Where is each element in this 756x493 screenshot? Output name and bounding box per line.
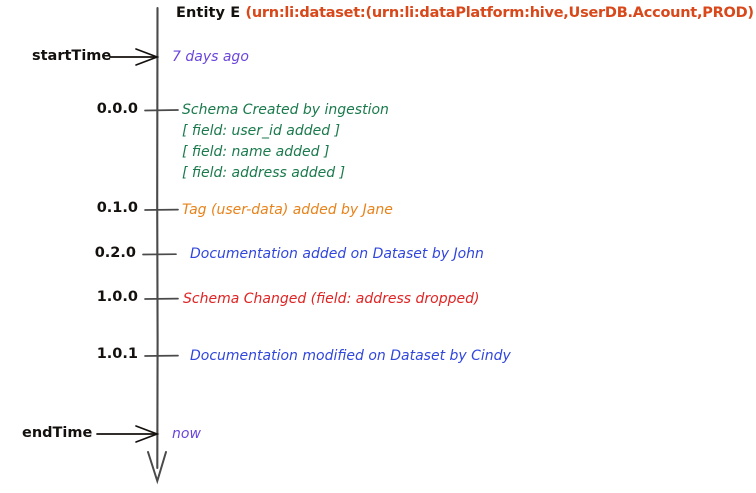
start-time-label: startTime [32, 48, 112, 64]
timeline-end-arrowhead [147, 451, 167, 485]
event-description-4: Documentation modified on Dataset by Cin… [190, 346, 511, 367]
end-time-label: endTime [22, 425, 93, 441]
event-tick-0 [144, 109, 179, 112]
entity-label: Entity E [176, 5, 241, 21]
event-description-3: Schema Changed (field: address dropped) [183, 289, 479, 310]
event-detail-0-2: [ field: address added ] [182, 165, 346, 181]
event-title-0: Schema Created by ingestion [182, 102, 389, 118]
event-description-1: Tag (user-data) added by Jane [182, 200, 393, 221]
event-detail-0-0: [ field: user_id added ] [182, 123, 341, 139]
end-time-arrowhead [135, 425, 160, 443]
event-title-1: Tag (user-data) added by Jane [182, 202, 393, 218]
event-version-3: 1.0.0 [96, 289, 138, 305]
start-time-arrowhead [135, 48, 160, 66]
event-title-4: Documentation modified on Dataset by Cin… [190, 348, 511, 364]
end-time-value: now [172, 426, 201, 442]
event-version-0: 0.0.0 [96, 101, 138, 117]
event-detail-0-1: [ field: name added ] [182, 144, 330, 160]
diagram-title: Entity E (urn:li:dataset:(urn:li:dataPla… [176, 5, 754, 21]
event-title-2: Documentation added on Dataset by John [190, 246, 484, 262]
event-description-2: Documentation added on Dataset by John [190, 244, 484, 265]
start-time-value: 7 days ago [172, 49, 249, 65]
event-version-1: 0.1.0 [96, 200, 138, 216]
event-description-0: Schema Created by ingestion [ field: use… [182, 100, 389, 184]
event-title-3: Schema Changed (field: address dropped) [183, 291, 480, 307]
entity-urn: (urn:li:dataset:(urn:li:dataPlatform:hiv… [245, 5, 754, 21]
event-version-4: 1.0.1 [96, 346, 138, 362]
event-version-2: 0.2.0 [94, 245, 136, 261]
